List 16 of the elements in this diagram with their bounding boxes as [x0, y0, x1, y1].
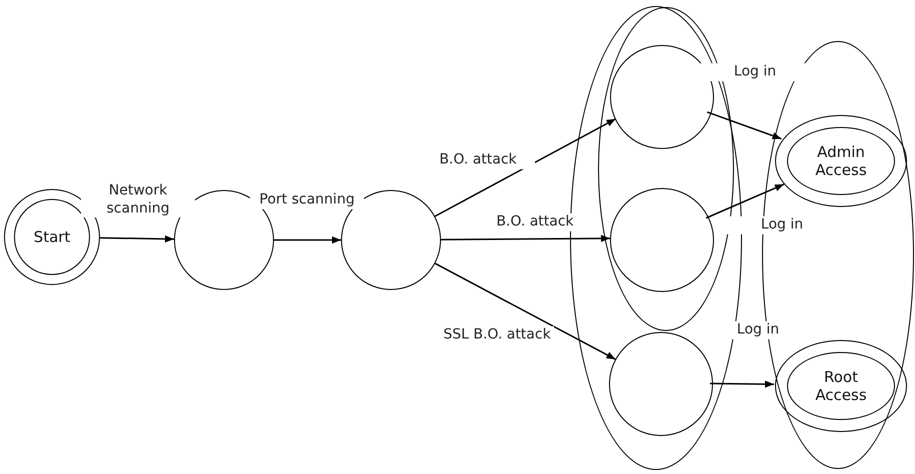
arrow	[441, 234, 610, 242]
arrow	[434, 262, 616, 360]
arrow	[100, 235, 174, 243]
arrow	[706, 111, 782, 140]
edge-label: Port scanning	[250, 191, 364, 209]
state-label: Admin Access	[814, 143, 868, 179]
state-circle	[610, 188, 714, 292]
arrow	[274, 236, 341, 244]
arrow	[706, 184, 784, 219]
state-label: Root Access	[814, 368, 868, 404]
arrow	[710, 380, 774, 388]
state-circle	[775, 340, 907, 432]
state-label: Start	[34, 228, 70, 246]
state-circle	[775, 115, 907, 207]
edge-label: Network scanning	[81, 182, 195, 218]
arrow	[434, 118, 616, 217]
